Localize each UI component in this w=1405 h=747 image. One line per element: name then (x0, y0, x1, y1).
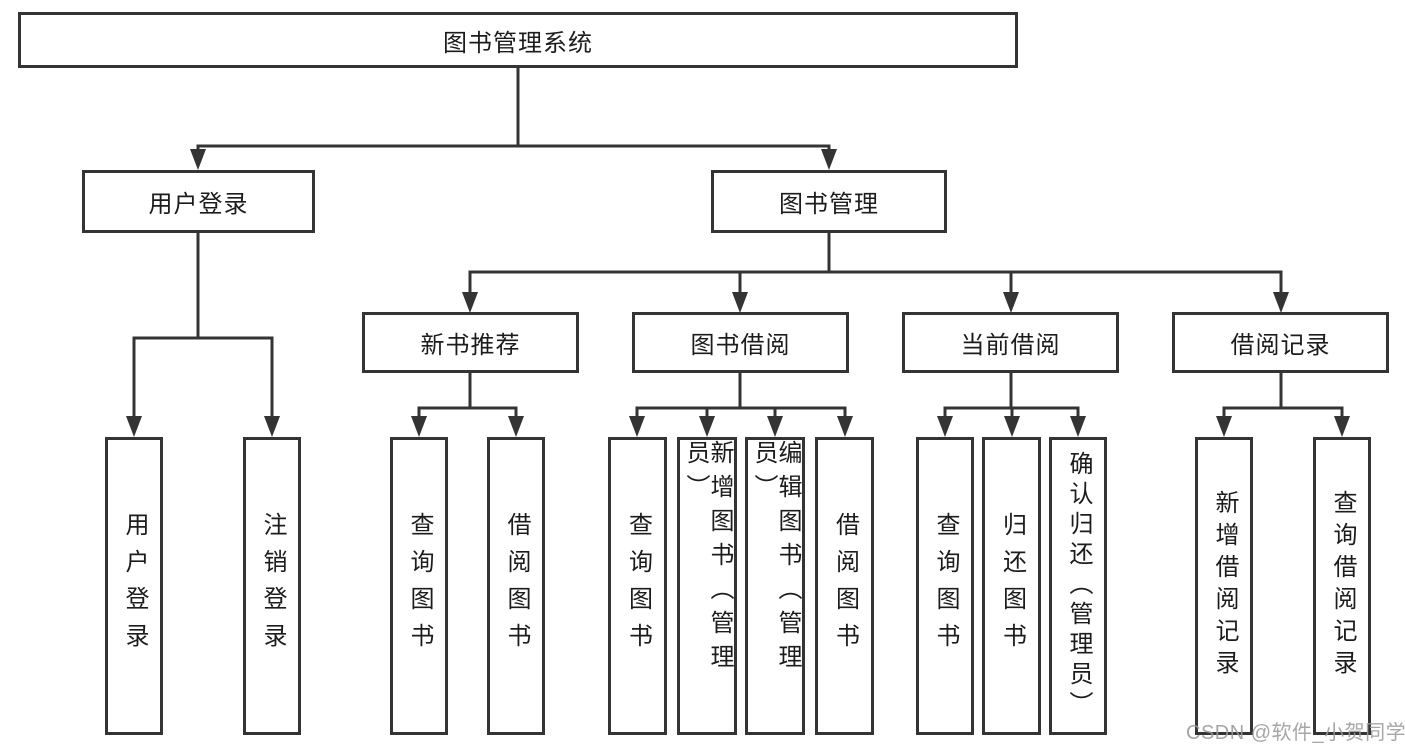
node-current-borrow: 当前借阅 (902, 312, 1119, 373)
leaf-borrow-book-2: 借阅图书 (815, 437, 874, 735)
leaf-query-book-3: 查询图书 (916, 437, 974, 735)
leaf-user-login: 用户登录 (105, 437, 163, 735)
leaf-query-book-1: 查询图书 (390, 437, 448, 735)
node-user-login: 用户登录 (82, 170, 315, 233)
leaf-add-borrow-record: 新增借阅记录 (1195, 437, 1253, 735)
leaf-query-borrow-record: 查询借阅记录 (1313, 437, 1371, 735)
leaf-query-book-2: 查询图书 (608, 437, 667, 735)
node-book-borrow: 图书借阅 (632, 312, 849, 373)
node-book-mgmt: 图书管理 (711, 170, 947, 233)
leaf-add-book-admin: 新增图书（管理员） (677, 437, 737, 735)
csdn-watermark: CSDN @软件_小贺同学 (1186, 722, 1405, 744)
node-root: 图书管理系统 (18, 12, 1018, 68)
leaf-confirm-return-admin: 确认归还（管理员） (1049, 437, 1107, 735)
leaf-logout: 注销登录 (243, 437, 301, 735)
leaf-return-book: 归还图书 (982, 437, 1041, 735)
leaf-edit-book-admin: 编辑图书（管理员） (745, 437, 805, 735)
leaf-borrow-book-1: 借阅图书 (487, 437, 545, 735)
arrowhead-icons (126, 149, 1350, 437)
node-borrow-record: 借阅记录 (1172, 312, 1389, 373)
node-new-book-recommend: 新书推荐 (362, 312, 579, 373)
